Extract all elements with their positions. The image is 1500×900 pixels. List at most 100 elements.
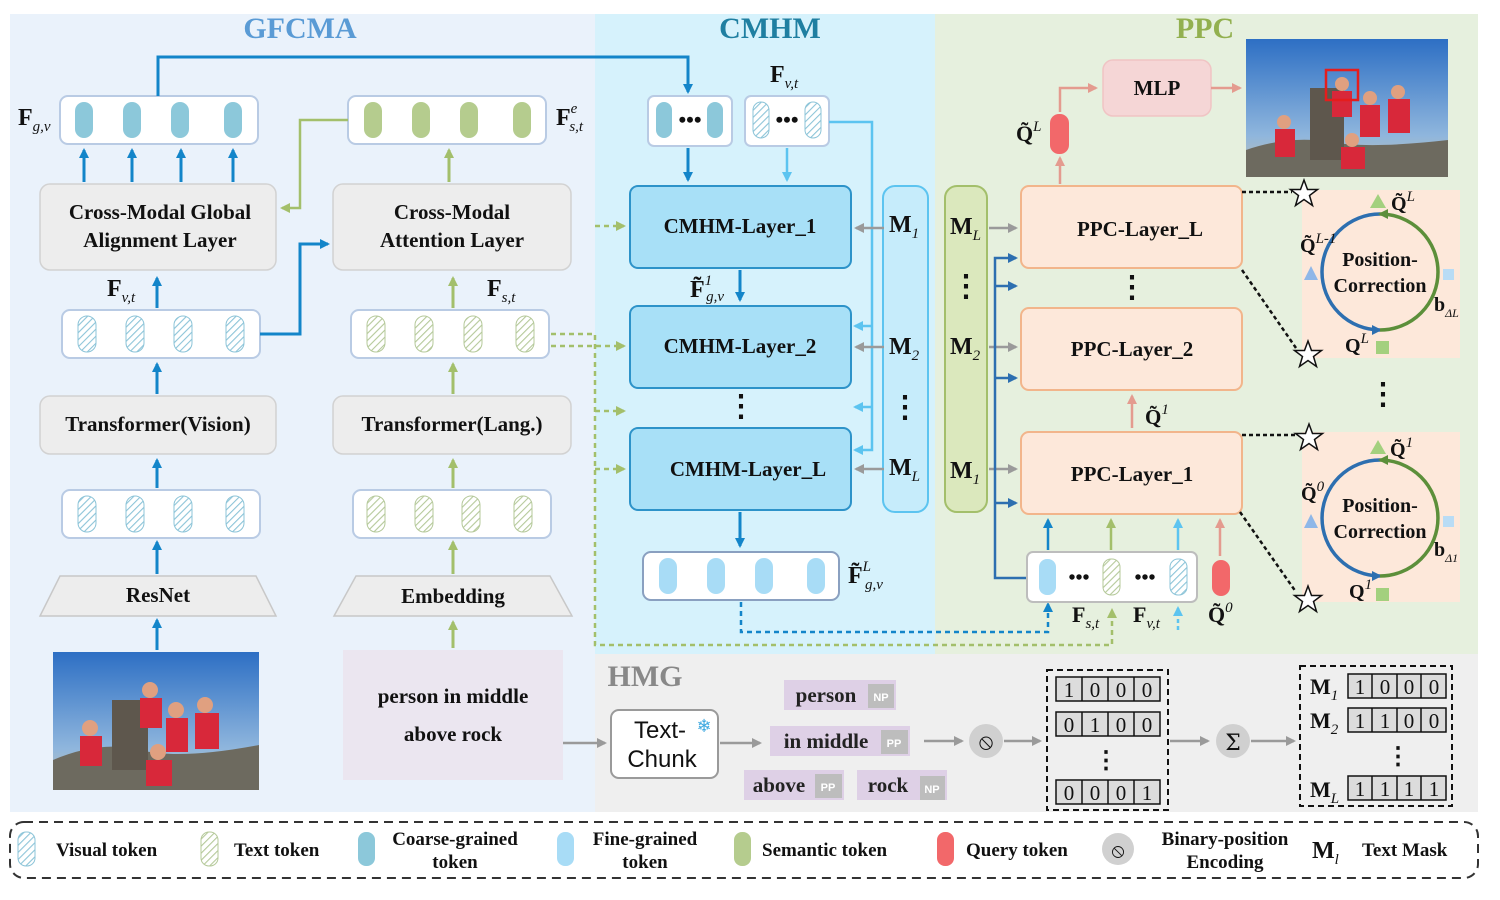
svg-text:Q̃L: Q̃L bbox=[1391, 189, 1415, 215]
correction-ellipsis: ⋮ bbox=[1368, 378, 1398, 411]
svg-text:1: 1 bbox=[1404, 777, 1415, 801]
gfcma-title: GFCMA bbox=[243, 12, 357, 45]
svg-text:0: 0 bbox=[1090, 781, 1101, 805]
ppc-title: PPC bbox=[1176, 12, 1234, 45]
binary-matrix-frame bbox=[1046, 669, 1169, 811]
svg-text:Q̃0: Q̃0 bbox=[1301, 479, 1325, 505]
visual-token-row-bottom bbox=[61, 489, 261, 539]
transformer-vision-block bbox=[39, 395, 277, 455]
svg-text:0: 0 bbox=[1064, 781, 1075, 805]
svg-text:above: above bbox=[753, 773, 806, 797]
svg-text:1: 1 bbox=[1380, 777, 1391, 801]
ppc-layer-1 bbox=[1020, 431, 1243, 515]
ppc-f-vt-label: Fv,t bbox=[1133, 602, 1161, 632]
embedding-label: Embedding bbox=[401, 584, 505, 608]
svg-text:•••: ••• bbox=[1068, 567, 1089, 589]
ppc-ellipsis: ⋮ bbox=[1117, 271, 1147, 304]
svg-text:Coarse-grained: Coarse-grained bbox=[392, 829, 518, 850]
svg-text:NP: NP bbox=[873, 692, 888, 704]
mask-row-1: M1 1 0 0 0 bbox=[1310, 673, 1447, 704]
ppc-layer-L-label: PPC-Layer_L bbox=[1077, 217, 1203, 241]
cmhm-visual-input: ••• bbox=[744, 95, 830, 147]
ppc-layer-L bbox=[1020, 185, 1243, 269]
svg-text:0: 0 bbox=[1116, 678, 1127, 702]
svg-text:1: 1 bbox=[1380, 709, 1391, 733]
svg-text:rock: rock bbox=[868, 773, 909, 797]
svg-text:Q̃L-1: Q̃L-1 bbox=[1300, 231, 1336, 257]
sum-symbol-circle bbox=[1216, 724, 1250, 758]
svg-text:bΔ1: bΔ1 bbox=[1434, 539, 1458, 565]
transformer-lang-block bbox=[332, 395, 572, 455]
chunk-in-middle: in middle PP bbox=[770, 726, 910, 756]
ppc-mask-L: ML bbox=[950, 214, 981, 244]
ppc-mask-2: M2 bbox=[950, 334, 981, 364]
svg-text:Correction: Correction bbox=[1334, 275, 1427, 297]
star-icon bbox=[1293, 421, 1325, 452]
binary-encode-icon: ⦸ bbox=[1111, 838, 1124, 862]
binary-ellipsis: ⋮ bbox=[1094, 748, 1118, 774]
chunk-above: above PP bbox=[744, 770, 844, 800]
cmhm-ellipsis: ⋮ bbox=[726, 390, 756, 423]
cmhm-mask-1: M1 bbox=[889, 212, 919, 242]
chunk-rock: rock NP bbox=[857, 770, 947, 800]
global-alignment-block bbox=[39, 183, 277, 271]
mask-ellipsis: ⋮ bbox=[1386, 744, 1410, 770]
star-icons bbox=[1288, 177, 1325, 614]
text-token-row-bottom bbox=[352, 489, 552, 539]
svg-text:in middle: in middle bbox=[784, 729, 869, 753]
svg-text:token: token bbox=[622, 852, 668, 873]
correction-cycle-top: Position- Correction Q̃L Q̃L-1 QL bΔL bbox=[1300, 189, 1459, 357]
svg-text:ML: ML bbox=[1310, 777, 1339, 807]
svg-text:QL: QL bbox=[1345, 331, 1369, 357]
svg-text:Q̃1: Q̃1 bbox=[1390, 435, 1413, 461]
resnet-label: ResNet bbox=[126, 583, 190, 607]
cmhm-mask-column bbox=[882, 185, 929, 513]
svg-text:M2: M2 bbox=[1310, 708, 1339, 738]
legend-coarse-token: Coarse-grained token bbox=[358, 829, 518, 873]
f-st-label-left: Fs,t bbox=[487, 276, 516, 306]
svg-text:1: 1 bbox=[1090, 713, 1101, 737]
cmhm-layer-L bbox=[629, 427, 852, 511]
ppc-input-tokens: ••• ••• bbox=[1026, 551, 1198, 603]
legend-fine-token: Fine-grained token bbox=[557, 829, 698, 873]
svg-text:Text Mask: Text Mask bbox=[1362, 840, 1448, 861]
mask-row-L: ML 1 1 1 1 bbox=[1310, 775, 1447, 807]
binary-encode-icon: ⦸ bbox=[979, 730, 993, 755]
star-icon bbox=[1288, 177, 1320, 208]
ppc-q1-label: Q̃1 bbox=[1145, 402, 1169, 429]
svg-text:1: 1 bbox=[1355, 675, 1366, 699]
svg-text:Q1: Q1 bbox=[1349, 577, 1372, 603]
svg-text:•••: ••• bbox=[678, 107, 701, 132]
mlp-label: MLP bbox=[1134, 76, 1181, 100]
svg-text:•••: ••• bbox=[775, 107, 798, 132]
text-chunk-label-2: Chunk bbox=[627, 746, 697, 773]
svg-text:0: 0 bbox=[1404, 675, 1415, 699]
chunk-person: person NP bbox=[784, 680, 896, 710]
cmhm-layer-2 bbox=[629, 305, 852, 389]
semantic-token-row bbox=[347, 95, 547, 145]
input-image bbox=[53, 652, 259, 790]
svg-text:0: 0 bbox=[1142, 713, 1153, 737]
binary-row-3: 0 0 0 1 bbox=[1055, 779, 1161, 805]
cmhm-f-vt-label: Fv,t bbox=[770, 62, 799, 92]
svg-text:Query token: Query token bbox=[966, 840, 1068, 861]
svg-text:Text token: Text token bbox=[234, 840, 320, 861]
visual-token-row-middle bbox=[61, 309, 261, 359]
hmg-title: HMG bbox=[608, 660, 683, 693]
text-token-row-middle bbox=[350, 309, 550, 359]
ppc-layer-1-label: PPC-Layer_1 bbox=[1071, 462, 1193, 486]
svg-text:Position-: Position- bbox=[1342, 249, 1418, 271]
correction-cycle-bottom: Position- Correction Q̃1 Q̃0 Q1 bΔ1 bbox=[1301, 435, 1458, 603]
query-text-box bbox=[343, 650, 563, 780]
svg-text:Encoding: Encoding bbox=[1186, 852, 1264, 873]
svg-text:PP: PP bbox=[821, 782, 836, 794]
ppc-layer-2-label: PPC-Layer_2 bbox=[1071, 337, 1193, 361]
svg-text:M1: M1 bbox=[1310, 674, 1338, 704]
query-token-final bbox=[1050, 114, 1069, 154]
legend-text-token: Text token bbox=[200, 831, 320, 867]
global-alignment-label-1: Cross-Modal Global bbox=[69, 200, 251, 224]
